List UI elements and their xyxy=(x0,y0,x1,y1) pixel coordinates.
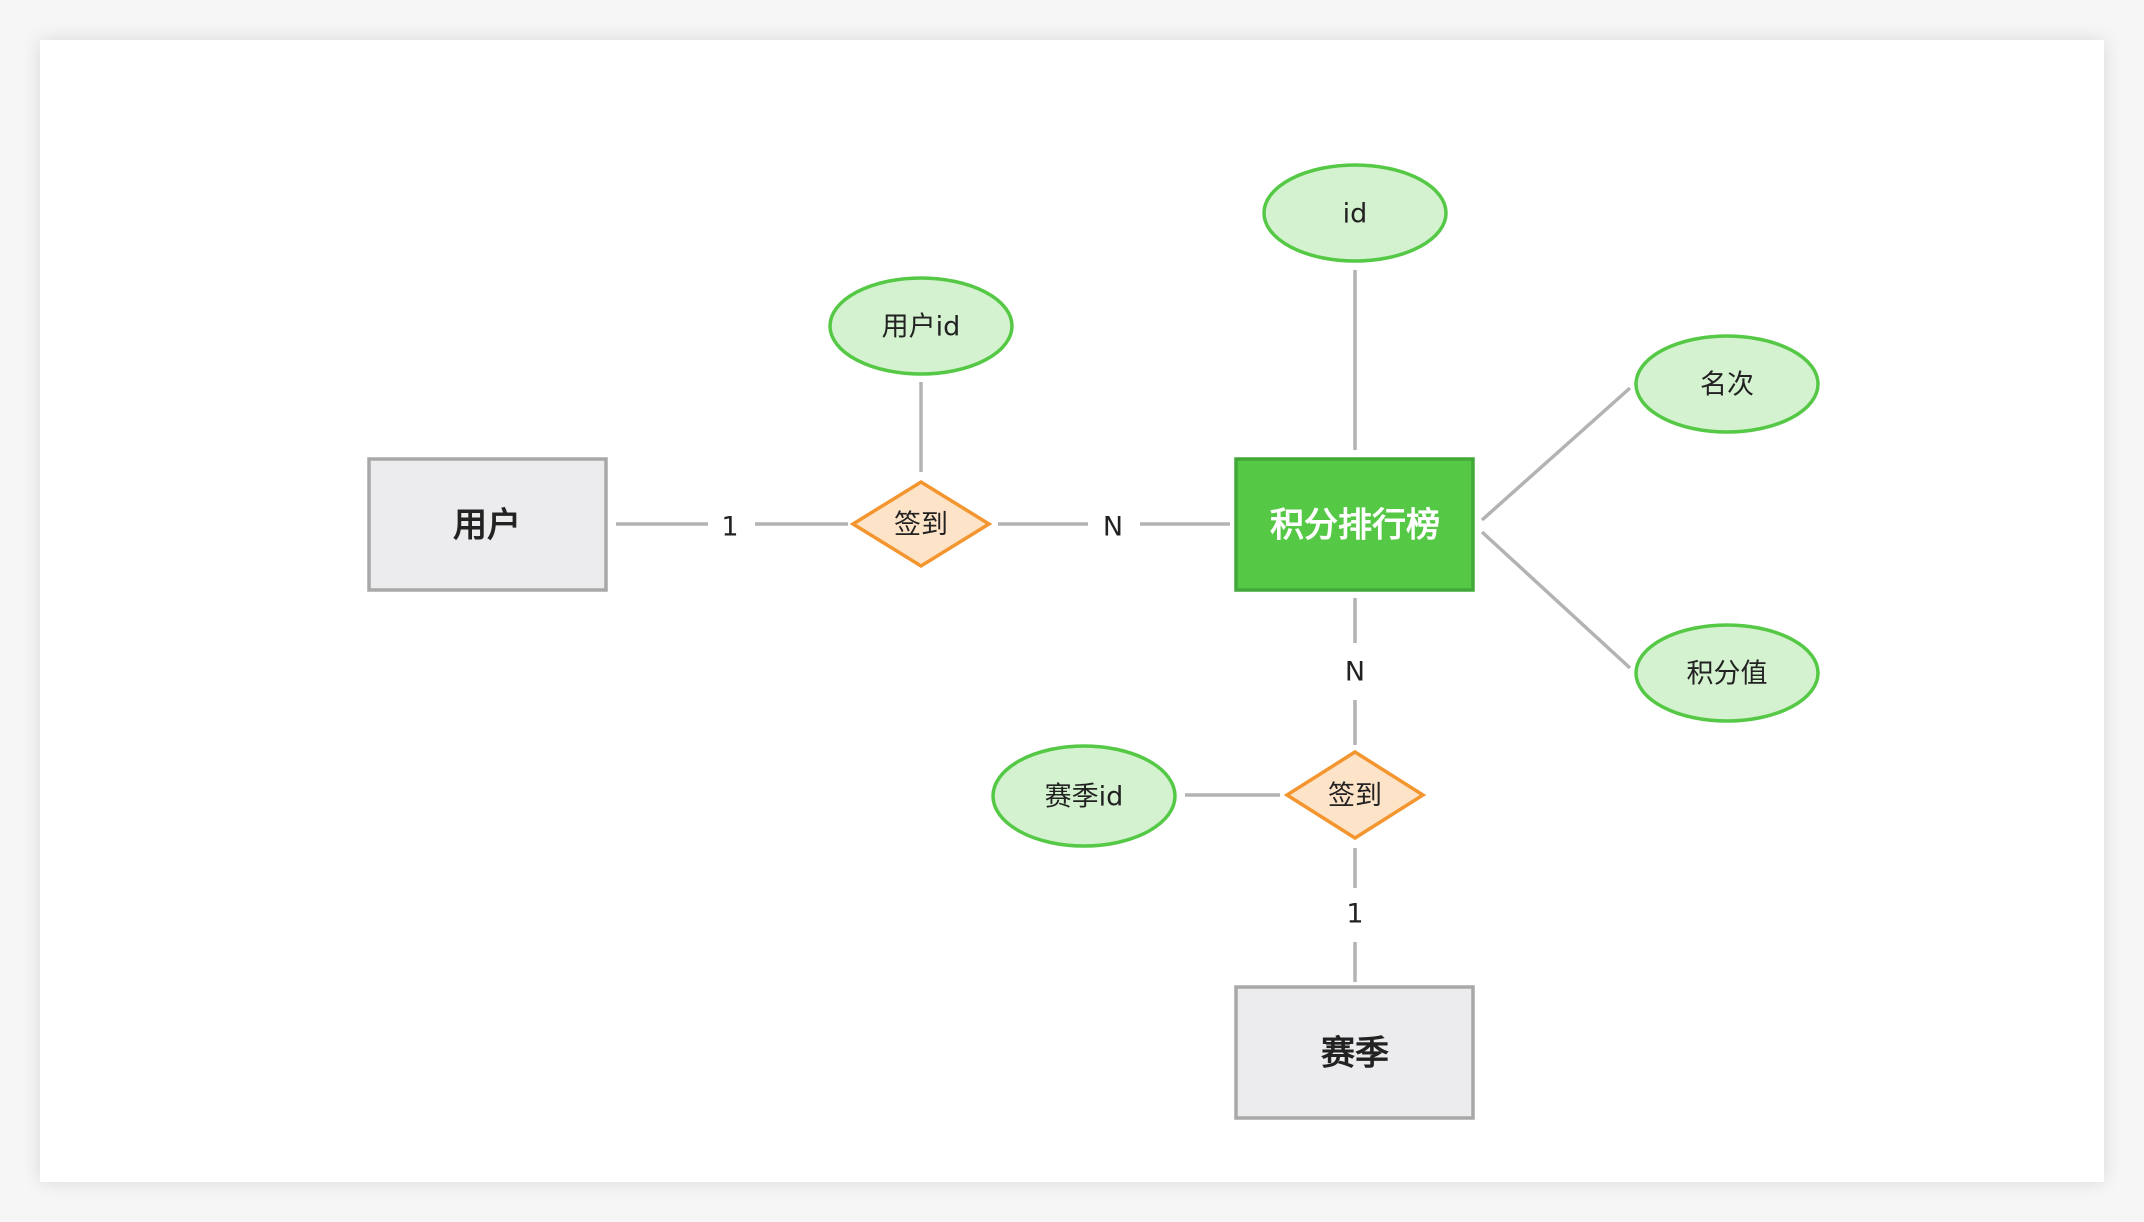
attribute-season-id[interactable]: 赛季id xyxy=(991,744,1177,848)
attribute-user-id[interactable]: 用户id xyxy=(828,276,1014,376)
relationship-signin-user-label: 签到 xyxy=(894,510,948,541)
cardinality-ranking-left: N xyxy=(1103,512,1123,543)
connector-ranking-to-points xyxy=(1480,530,1632,670)
entity-season[interactable]: 赛季 xyxy=(1234,985,1475,1120)
relationship-signin-season-label: 签到 xyxy=(1328,781,1382,812)
connector-ranking-to-rank xyxy=(1480,386,1632,522)
entity-user-box xyxy=(367,457,608,592)
attribute-user-id-label: 用户id xyxy=(882,312,961,343)
entity-ranking-box xyxy=(1234,457,1475,592)
cardinality-user-side: 1 xyxy=(721,512,738,543)
entity-user-label: 用户 xyxy=(453,506,521,546)
entity-season-label: 赛季 xyxy=(1321,1034,1389,1074)
relationship-signin-user[interactable]: 签到 xyxy=(849,479,993,569)
attribute-id-label: id xyxy=(1343,199,1368,230)
attribute-rank-label: 名次 xyxy=(1700,370,1754,401)
entity-ranking[interactable]: 积分排行榜 xyxy=(1234,457,1475,592)
attribute-points[interactable]: 积分值 xyxy=(1634,623,1820,723)
relationship-signin-season-diamond xyxy=(1283,749,1427,841)
entity-ranking-label: 积分排行榜 xyxy=(1270,506,1440,546)
entity-season-box xyxy=(1234,985,1475,1120)
attribute-season-id-ellipse xyxy=(991,744,1177,848)
attribute-id[interactable]: id xyxy=(1262,163,1448,263)
attribute-points-label: 积分值 xyxy=(1687,659,1768,690)
attribute-points-ellipse xyxy=(1634,623,1820,723)
entity-user[interactable]: 用户 xyxy=(367,457,608,592)
cardinality-ranking-bottom: N xyxy=(1345,657,1365,688)
relationship-signin-user-diamond xyxy=(849,479,993,569)
cardinality-season-side: 1 xyxy=(1346,899,1363,930)
diagram-canvas xyxy=(40,40,2104,1182)
attribute-rank-ellipse xyxy=(1634,334,1820,434)
attribute-id-ellipse xyxy=(1262,163,1448,263)
attribute-rank[interactable]: 名次 xyxy=(1634,334,1820,434)
attribute-user-id-ellipse xyxy=(828,276,1014,376)
relationship-signin-season[interactable]: 签到 xyxy=(1283,749,1427,841)
attribute-season-id-label: 赛季id xyxy=(1045,782,1124,813)
